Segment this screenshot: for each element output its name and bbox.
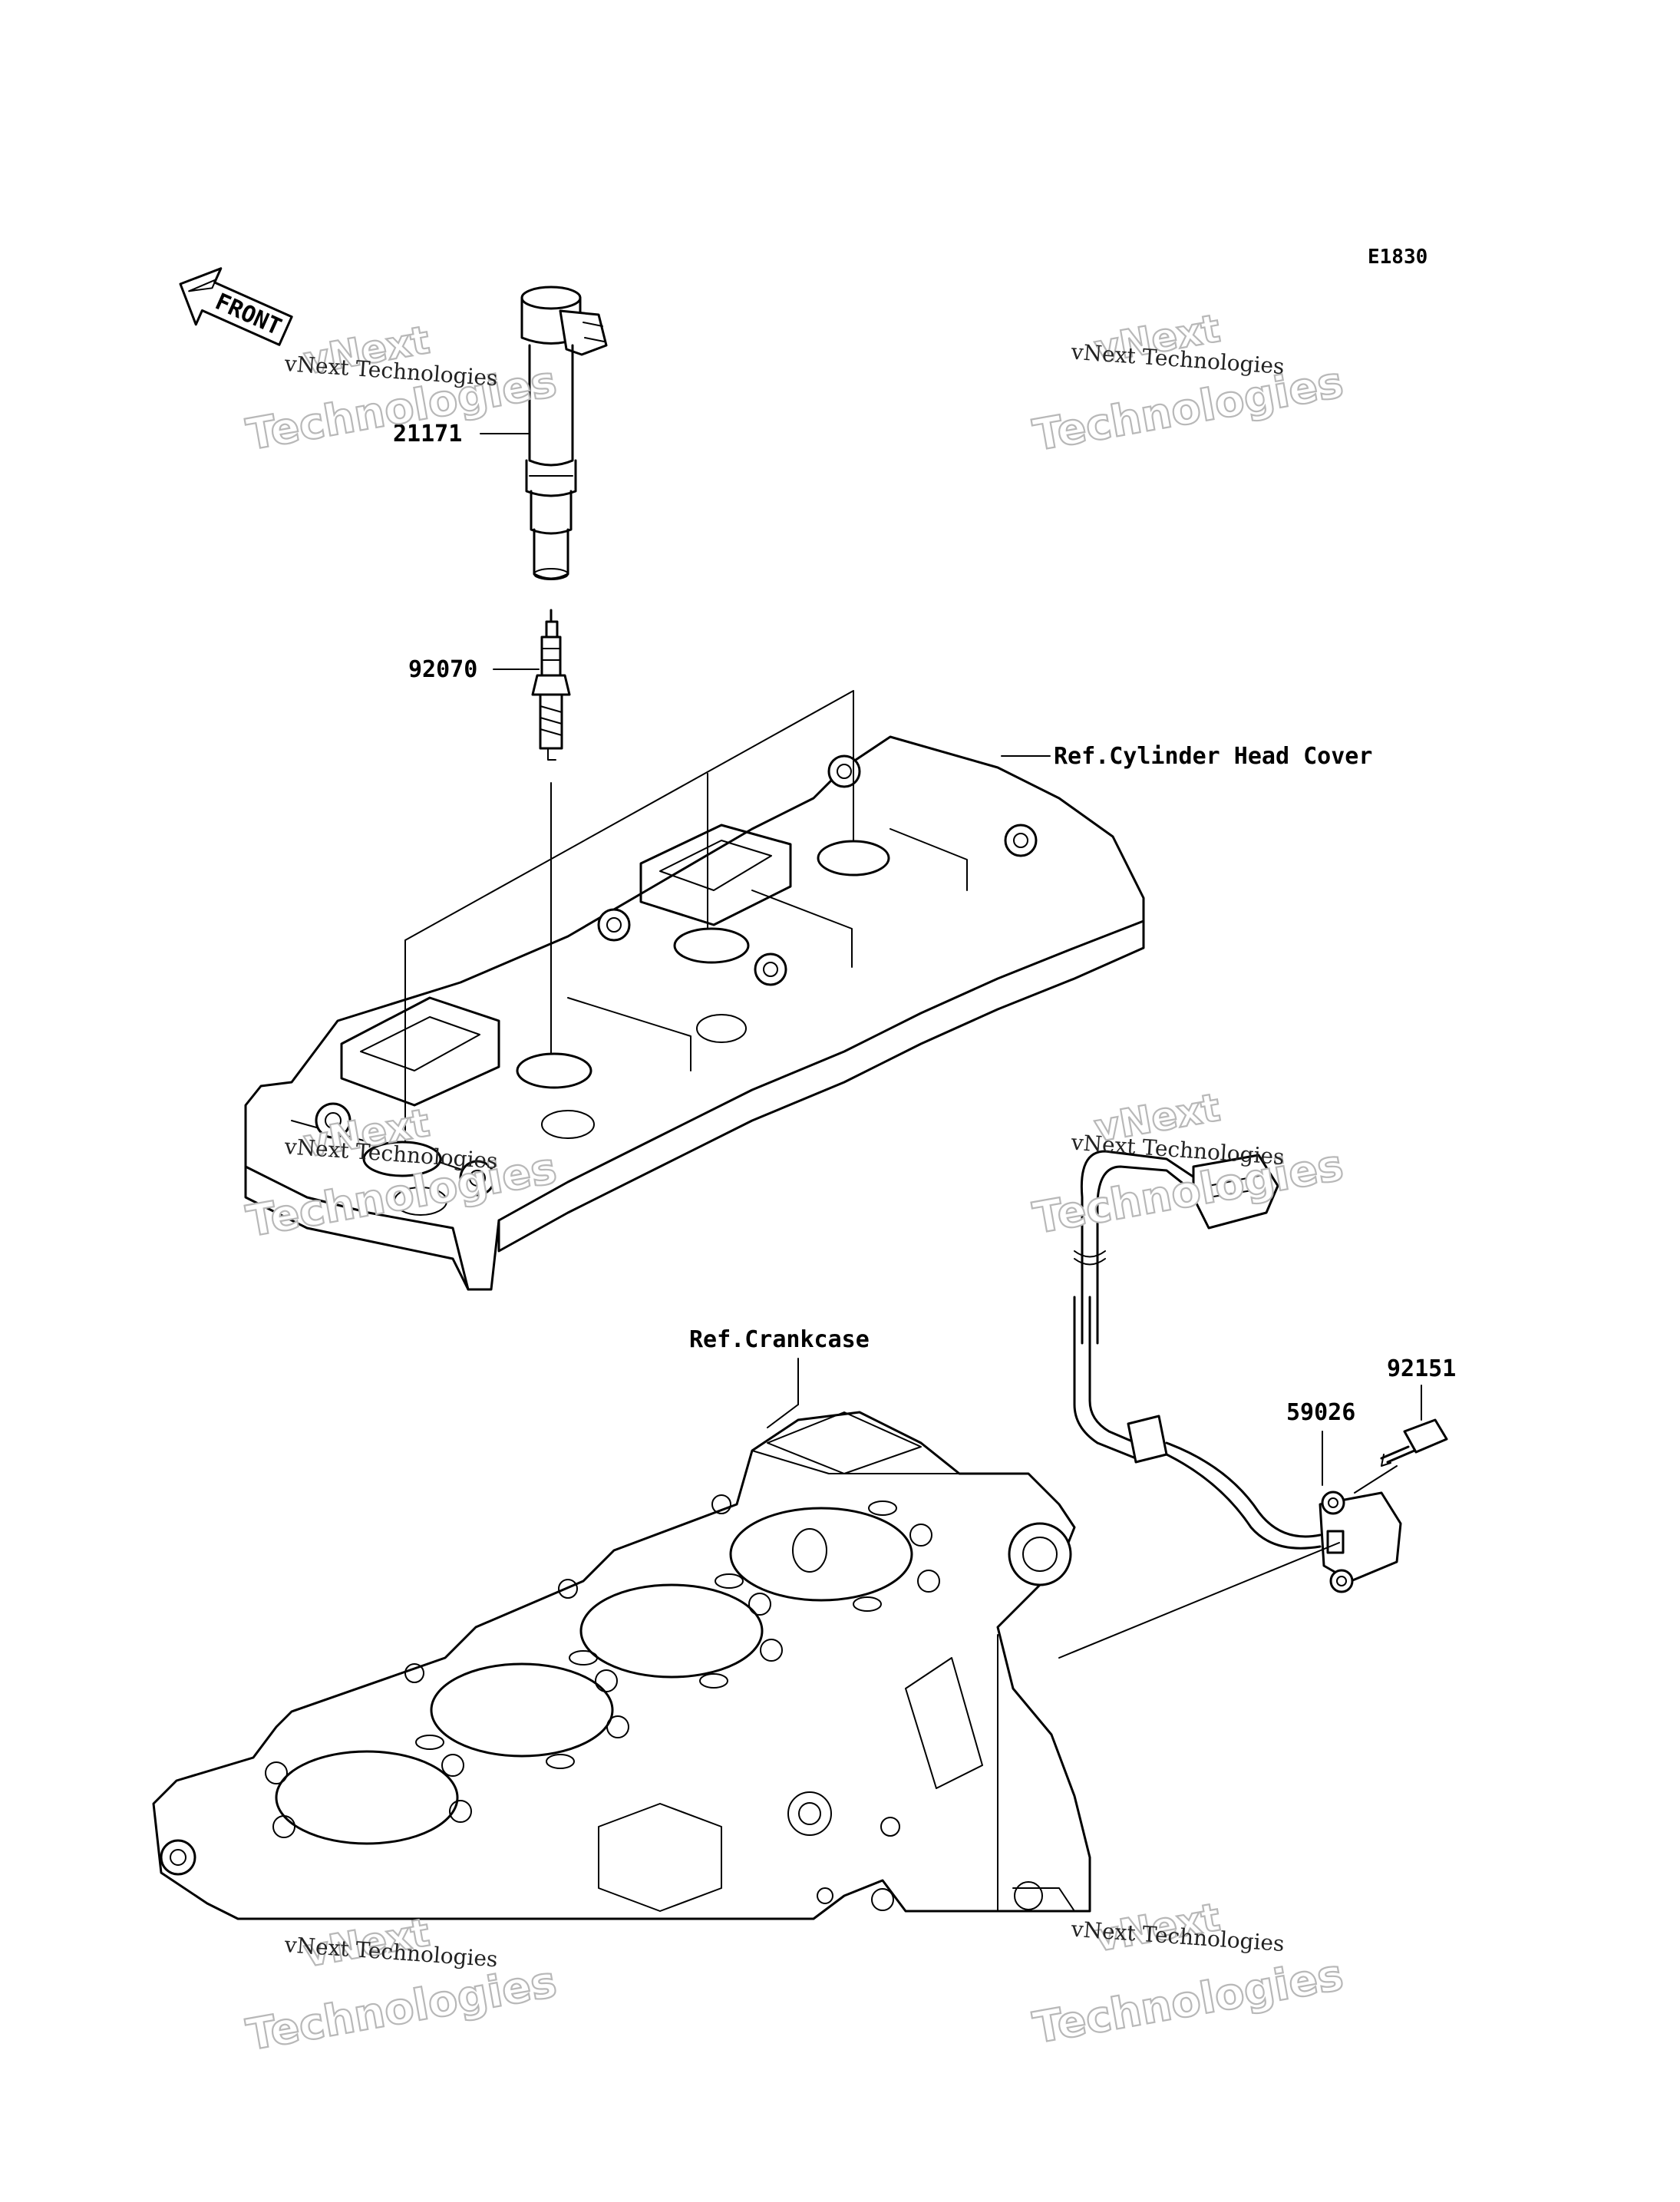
label-92151: 92151 (1387, 1355, 1456, 1382)
label-crankcase: Ref.Crankcase (689, 1326, 870, 1353)
crankcase (152, 1411, 1091, 1920)
svg-text:Technologies: Technologies (1030, 1950, 1347, 2054)
watermark-top-right: vNext Technologies vNext Technologies (1028, 305, 1348, 462)
svg-text:Technologies: Technologies (1030, 358, 1347, 461)
label-21171: 21171 (393, 421, 462, 447)
label-92070: 92070 (408, 656, 477, 683)
watermark-middle-right: vNext Technologies vNext Technologies (1028, 1084, 1348, 1245)
watermark-bottom-left: vNext Technologies vNext Technologies (242, 1910, 561, 2062)
svg-text:Technologies: Technologies (243, 1957, 559, 2061)
ignition-coil (520, 286, 608, 580)
watermark-bottom-right: vNext Technologies vNext Technologies (1028, 1894, 1348, 2055)
pickup-coil (1073, 1150, 1402, 1593)
watermark-middle-left: vNext Technologies vNext Technologies (242, 1100, 561, 1248)
front-arrow-icon: FRONT (179, 267, 293, 346)
cylinder-head-cover (244, 735, 1145, 1291)
label-59026: 59026 (1286, 1399, 1355, 1426)
bolt-92151 (1380, 1418, 1448, 1467)
diagram-code: E1830 (1368, 246, 1428, 269)
spark-plug (531, 609, 571, 761)
label-cylinder-head-cover: Ref.Cylinder Head Cover (1054, 743, 1372, 770)
